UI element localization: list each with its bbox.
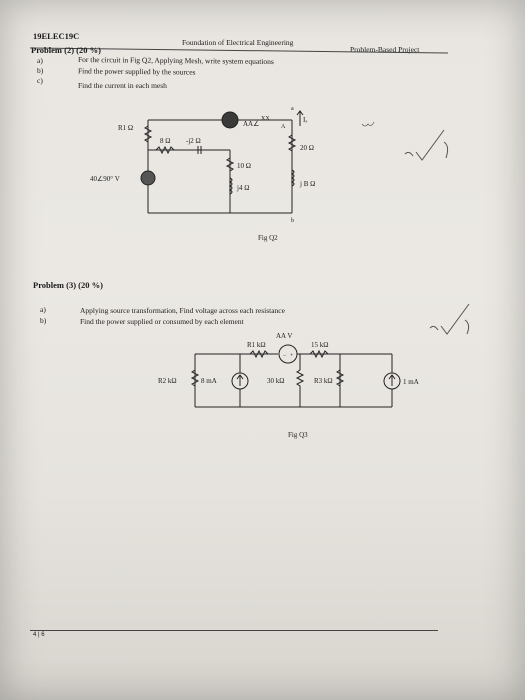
project-type: Problem-Based Project	[350, 45, 420, 54]
svg-text:+: +	[290, 353, 294, 359]
problem3-item-a-text: Applying source transformation, Find vol…	[80, 306, 285, 315]
problem3-item-a-label: a)	[40, 305, 46, 314]
course-code: 19ELEC19C	[33, 31, 80, 41]
fig2-xc2-label: -j2 Ω	[186, 137, 201, 145]
svg-text:−: −	[283, 353, 287, 359]
fig2-dep-source-label: AA∠	[243, 120, 259, 128]
fig2-r10-label: 10 Ω	[237, 162, 251, 170]
fig3-caption: Fig Q3	[288, 431, 308, 439]
check-mark-q2	[404, 129, 449, 161]
fig3-i8-label: 8 mA	[201, 377, 217, 385]
check-mark-q3	[429, 303, 470, 335]
fig2-r20-label: 20 Ω	[300, 144, 314, 152]
fig2-node-b: b	[291, 218, 294, 224]
fig2-current-label: Iₓ	[303, 116, 308, 124]
problem2-item-a-label: a)	[37, 56, 43, 65]
fig3-r3-label: R3 kΩ	[314, 377, 333, 385]
fig3-r30-label: 30 kΩ	[267, 377, 284, 385]
fig2-caption: Fig Q2	[258, 234, 278, 242]
problem2-title: Problem (2) (20 %)	[31, 45, 101, 55]
problem2-item-c-text: Find the current in each mesh	[78, 81, 167, 90]
footer-rule	[30, 630, 438, 631]
course-title: Foundation of Electrical Engineering	[182, 38, 294, 47]
problem3-item-b-text: Find the power supplied or consumed by e…	[80, 317, 244, 326]
fig2-dep-unit-label: A	[281, 124, 286, 130]
fig3-r15-label: 15 kΩ	[311, 341, 328, 349]
fig3-r2-label: R2 kΩ	[158, 377, 177, 385]
fig2-xl4-label: j4 Ω	[236, 184, 249, 192]
problem3-item-b-label: b)	[40, 316, 47, 325]
fig2-r1-label: R1 Ω	[118, 124, 133, 132]
problem2-item-b-label: b)	[37, 66, 44, 75]
fig3-r1-label: R1 kΩ	[247, 341, 266, 349]
problem2-item-c-label: c)	[37, 76, 43, 85]
fig2-jb-label: j B Ω	[299, 180, 315, 188]
fig3-vsource-label: AA V	[276, 332, 292, 340]
page-number: 4 | 6	[33, 632, 45, 638]
fig2-dep-angle-label: XX	[261, 116, 270, 122]
fig2-node-a: a	[291, 106, 294, 112]
fig2-vsource-label: 40∠90° V	[90, 175, 120, 183]
problem3-title: Problem (3) (20 %)	[33, 280, 103, 290]
scribble-mark	[361, 121, 375, 127]
fig3-i1-label: 1 mA	[403, 378, 419, 386]
fig2-r8-label: 8 Ω	[160, 137, 170, 145]
